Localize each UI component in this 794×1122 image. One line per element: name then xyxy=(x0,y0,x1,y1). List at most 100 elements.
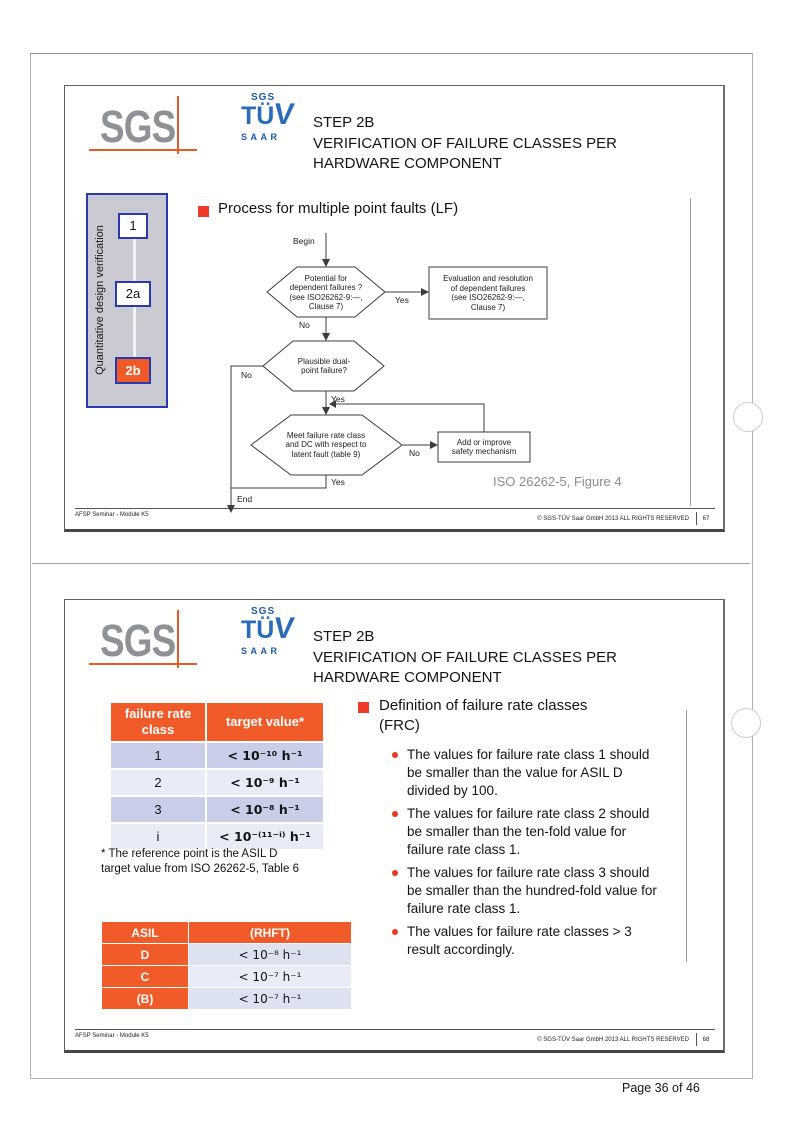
table-row: i < 10⁻⁽¹¹⁻ⁱ⁾ h⁻¹ xyxy=(111,824,323,849)
slide-title: STEP 2B VERIFICATION OF FAILURE CLASSES … xyxy=(313,113,617,175)
flow-hexagon-1-text: Potential for dependent failures ? (see … xyxy=(289,273,363,312)
cell-target-value: < 10⁻⁽¹¹⁻ⁱ⁾ h⁻¹ xyxy=(207,824,323,849)
flow-yes-label: Yes xyxy=(331,394,345,404)
table-row: (B) < 10⁻⁷ h⁻¹ xyxy=(102,988,351,1009)
list-item: The values for failure rate class 1 shou… xyxy=(391,746,671,800)
flow-no-label: No xyxy=(299,320,310,330)
sgs-logo: SGS xyxy=(89,610,229,674)
section-heading: Definition of failure rate classes (FRC) xyxy=(379,697,588,734)
step-box-1: 1 xyxy=(118,213,148,239)
list-item-text: The values for failure rate classes > 3 … xyxy=(407,924,632,957)
table-row: D < 10⁻⁸ h⁻¹ xyxy=(102,944,351,965)
table-row: C < 10⁻⁷ h⁻¹ xyxy=(102,966,351,987)
footer-left-text: AFSP Seminar - Module K5 xyxy=(75,512,149,518)
hexagon-failure-rate-class xyxy=(250,414,403,476)
column-header: ASIL xyxy=(102,922,188,943)
sgs-tuv-saar-logo: SGS TÜV SAAR xyxy=(241,606,311,656)
sgs-logo-underline xyxy=(89,663,197,665)
tuv-logo-main: TÜV xyxy=(241,98,297,131)
sgs-logo-underline xyxy=(89,149,197,151)
table-footnote: * The reference point is the ASIL D targ… xyxy=(101,848,299,875)
cell-asil: (B) xyxy=(102,988,188,1009)
print-page-number: Page 36 of 46 xyxy=(622,1081,700,1095)
bullet-dot-icon xyxy=(392,811,398,817)
hexagon-dependent-failures xyxy=(266,266,386,318)
table-row: 1 < 10⁻¹⁰ h⁻¹ xyxy=(111,743,323,768)
slide-page-number: 67 xyxy=(702,515,710,522)
sgs-tuv-saar-logo: SGS TÜV SAAR xyxy=(241,92,311,142)
list-item-text: The values for failure rate class 3 shou… xyxy=(407,865,657,916)
sgs-logo-text: SGS xyxy=(100,101,176,152)
tuv-logo-sub: SAAR xyxy=(241,132,281,142)
cell-asil: C xyxy=(102,966,188,987)
flow-hexagon-3-text: Meet failure rate class and DC with resp… xyxy=(285,430,367,459)
failure-rate-class-table: failure rate class target value* 1 < 10⁻… xyxy=(109,701,325,851)
list-item: The values for failure rate class 2 shou… xyxy=(391,805,671,859)
table-row: 2 < 10⁻⁹ h⁻¹ xyxy=(111,770,323,795)
cell-class: 2 xyxy=(111,770,205,795)
cell-class: 1 xyxy=(111,743,205,768)
sgs-logo-text: SGS xyxy=(100,615,176,666)
box-evaluation-resolution xyxy=(428,266,548,320)
box-safety-mechanism xyxy=(437,431,531,463)
bullet-list: The values for failure rate class 1 shou… xyxy=(391,746,671,964)
flow-no-label: No xyxy=(409,448,420,458)
list-item-text: The values for failure rate class 1 shou… xyxy=(407,747,650,798)
cell-rhft-value: < 10⁻⁷ h⁻¹ xyxy=(189,988,351,1009)
title-line-2: VERIFICATION OF FAILURE CLASSES PER xyxy=(313,134,617,152)
flow-box-2-text: Add or improve safety mechanism xyxy=(451,437,517,457)
cell-target-value: < 10⁻⁸ h⁻¹ xyxy=(207,797,323,822)
scanned-sheet-border xyxy=(30,53,753,1079)
bullet-dot-icon xyxy=(392,929,398,935)
sgs-logo: SGS xyxy=(89,96,229,160)
process-step-sidebar: Quantitative design verification 1 2a 2b xyxy=(86,193,168,408)
step-box-2b-active: 2b xyxy=(115,357,151,384)
footer-left-text: AFSP Seminar - Module K5 xyxy=(75,1033,149,1039)
title-line-2: VERIFICATION OF FAILURE CLASSES PER xyxy=(313,648,617,666)
table-row: 3 < 10⁻⁸ h⁻¹ xyxy=(111,797,323,822)
figure-caption: ISO 26262-5, Figure 4 xyxy=(493,474,622,489)
slide-68: SGS SGS TÜV SAAR STEP 2B VERIFICATION OF… xyxy=(64,599,725,1053)
cell-target-value: < 10⁻¹⁰ h⁻¹ xyxy=(207,743,323,768)
column-header: target value* xyxy=(207,703,323,741)
cell-rhft-value: < 10⁻⁸ h⁻¹ xyxy=(189,944,351,965)
tuv-logo-main: TÜV xyxy=(241,612,297,645)
hexagon-dual-point xyxy=(262,340,385,392)
punch-hole-icon xyxy=(733,402,763,432)
slide-page-number: 68 xyxy=(702,1036,710,1043)
bullet-dot-icon xyxy=(392,752,398,758)
slide-footer: AFSP Seminar - Module K5 © SGS-TÜV Saar … xyxy=(75,508,715,525)
flow-yes-label: Yes xyxy=(395,295,409,305)
table-header-row: ASIL (RHFT) xyxy=(102,922,351,943)
tuv-logo-top: SGS xyxy=(251,606,276,617)
cell-rhft-value: < 10⁻⁷ h⁻¹ xyxy=(189,966,351,987)
tuv-logo-top: SGS xyxy=(251,92,276,103)
flow-no-label: No xyxy=(241,370,252,380)
title-line-3: HARDWARE COMPONENT xyxy=(313,669,502,686)
flow-yes-label: Yes xyxy=(331,477,345,487)
footer-copyright: © SGS-TÜV Saar GmbH 2013 ALL RIGHTS RESE… xyxy=(537,515,689,522)
flow-end-label: End xyxy=(237,494,253,504)
flowchart-canvas xyxy=(227,233,548,513)
asil-rhft-table: ASIL (RHFT) D < 10⁻⁸ h⁻¹ C < 10⁻⁷ h⁻¹ (B… xyxy=(101,921,352,1010)
cell-target-value: < 10⁻⁹ h⁻¹ xyxy=(207,770,323,795)
punch-hole-icon xyxy=(731,708,761,738)
cell-asil: D xyxy=(102,944,188,965)
list-item-text: The values for failure rate class 2 shou… xyxy=(407,806,650,857)
sheet-mid-divider xyxy=(32,563,750,564)
cell-class: i xyxy=(111,824,205,849)
slide-footer: AFSP Seminar - Module K5 © SGS-TÜV Saar … xyxy=(75,1029,715,1046)
column-header: failure rate class xyxy=(111,703,205,741)
cell-class: 3 xyxy=(111,797,205,822)
list-item: The values for failure rate classes > 3 … xyxy=(391,923,671,959)
title-line-3: HARDWARE COMPONENT xyxy=(313,155,502,172)
footer-divider xyxy=(696,512,697,525)
flow-hexagon-2-text: Plausible dual- point failure? xyxy=(297,356,351,376)
footer-right: © SGS-TÜV Saar GmbH 2013 ALL RIGHTS RESE… xyxy=(537,512,715,525)
list-item: The values for failure rate class 3 shou… xyxy=(391,864,671,918)
step-box-2a: 2a xyxy=(115,281,151,307)
bullet-dot-icon xyxy=(392,870,398,876)
bullet-square-icon xyxy=(358,702,369,713)
section-heading: Process for multiple point faults (LF) xyxy=(218,200,459,217)
table-header-row: failure rate class target value* xyxy=(111,703,323,741)
